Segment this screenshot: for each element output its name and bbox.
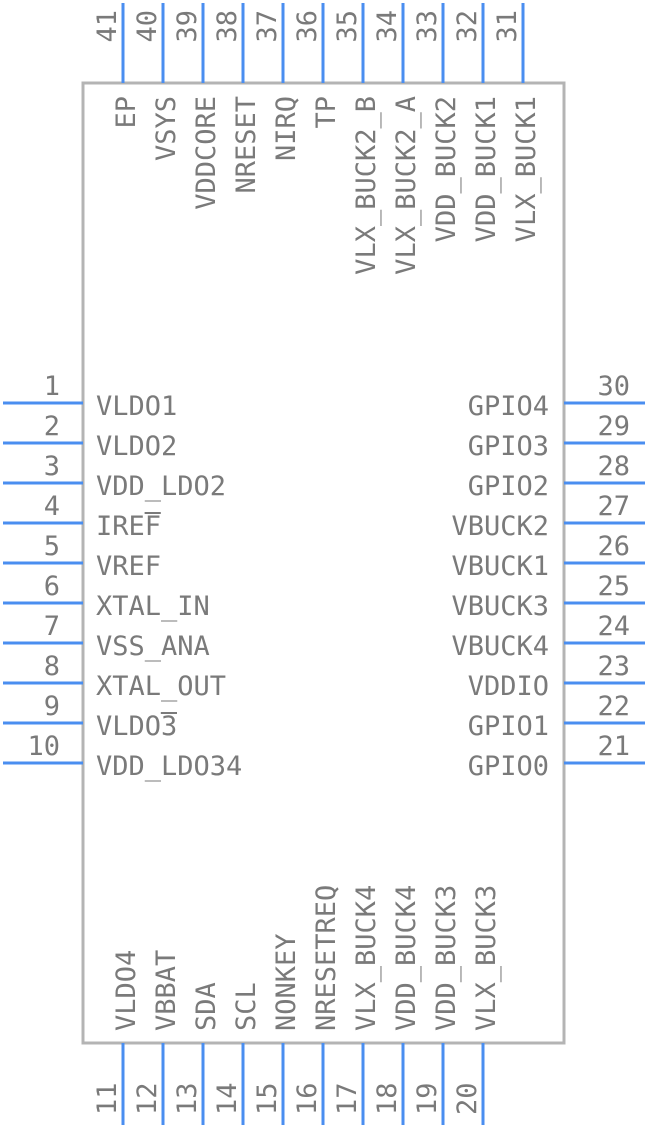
pin-31-label: VLX_BUCK1 [511, 96, 542, 242]
pin-25-number: 25 [597, 571, 630, 602]
pin-3-number: 3 [44, 451, 60, 482]
pin-19-label: VDD_BUCK3 [431, 885, 462, 1031]
pin-12-number: 12 [132, 1082, 163, 1115]
pin-37-number: 37 [252, 10, 283, 43]
pin-22-number: 22 [597, 691, 630, 722]
pin-17-number: 17 [332, 1082, 363, 1115]
pin-23-label: VDDIO [468, 671, 549, 702]
pin-11-label: VLDO4 [111, 950, 142, 1031]
pin-7-number: 7 [44, 611, 60, 642]
pin-8-number: 8 [44, 651, 60, 682]
pin-9-label: VLDO3 [96, 711, 177, 742]
pin-6-number: 6 [44, 571, 60, 602]
pin-38-label: NRESET [231, 96, 262, 194]
pin-7-label: VSS_ANA [96, 631, 210, 662]
pin-40-label: VSYS [151, 96, 182, 161]
pin-34-number: 34 [372, 10, 403, 43]
pin-24-number: 24 [597, 611, 630, 642]
pin-38-number: 38 [212, 10, 243, 43]
pin-41-number: 41 [92, 10, 123, 43]
pin-2-number: 2 [44, 411, 60, 442]
pin-4-label: IREF [96, 511, 161, 542]
pin-18-label: VDD_BUCK4 [391, 885, 422, 1031]
pin-14-number: 14 [212, 1082, 243, 1115]
pin-10-number: 10 [27, 731, 60, 762]
pin-13-label: SDA [191, 982, 222, 1031]
pin-5-number: 5 [44, 531, 60, 562]
pin-20-label: VLX_BUCK3 [471, 885, 502, 1031]
pin-4-number: 4 [44, 491, 60, 522]
pin-8-label: XTAL_OUT [96, 671, 226, 702]
pin-33-label: VDD_BUCK2 [431, 96, 462, 242]
pin-13-number: 13 [172, 1082, 203, 1115]
pin-1-label: VLDO1 [96, 391, 177, 422]
pin-31-number: 31 [492, 10, 523, 43]
pin-28-label: GPIO2 [468, 471, 549, 502]
pin-26-number: 26 [597, 531, 630, 562]
pin-36-label: TP [311, 96, 342, 129]
pin-30-label: GPIO4 [468, 391, 549, 422]
pin-5-label: VREF [96, 551, 161, 582]
pin-27-label: VBUCK2 [451, 511, 549, 542]
pin-17-label: VLX_BUCK4 [351, 885, 382, 1031]
pin-25-label: VBUCK3 [451, 591, 549, 622]
pin-29-label: GPIO3 [468, 431, 549, 462]
pin-29-number: 29 [597, 411, 630, 442]
pin-20-number: 20 [452, 1082, 483, 1115]
pin-19-number: 19 [412, 1082, 443, 1115]
pin-14-label: SCL [231, 982, 262, 1031]
pin-16-number: 16 [292, 1082, 323, 1115]
pin-33-number: 33 [412, 10, 443, 43]
pin-21-label: GPIO0 [468, 751, 549, 782]
pin-23-number: 23 [597, 651, 630, 682]
pin-35-number: 35 [332, 10, 363, 43]
pin-3-label: VDD_LDO2 [96, 471, 226, 502]
pin-30-number: 30 [597, 371, 630, 402]
pin-40-number: 40 [132, 10, 163, 43]
pin-1-number: 1 [44, 371, 60, 402]
pin-11-number: 11 [92, 1082, 123, 1115]
pin-41-label: EP [111, 96, 142, 129]
pin-16-label: NRESETREQ [311, 885, 342, 1031]
pin-32-number: 32 [452, 10, 483, 43]
pin-27-number: 27 [597, 491, 630, 522]
pin-39-label: VDDCORE [191, 96, 222, 210]
pin-22-label: GPIO1 [468, 711, 549, 742]
pin-28-number: 28 [597, 451, 630, 482]
pin-24-label: VBUCK4 [451, 631, 549, 662]
pin-12-label: VBBAT [151, 950, 182, 1031]
pin-36-number: 36 [292, 10, 323, 43]
pin-15-label: NONKEY [271, 933, 302, 1031]
pin-26-label: VBUCK1 [451, 551, 549, 582]
pin-35-label: VLX_BUCK2_B [351, 96, 382, 275]
pin-2-label: VLDO2 [96, 431, 177, 462]
pin-32-label: VDD_BUCK1 [471, 96, 502, 242]
pin-9-number: 9 [44, 691, 60, 722]
pin-15-number: 15 [252, 1082, 283, 1115]
pin-18-number: 18 [372, 1082, 403, 1115]
pin-6-label: XTAL_IN [96, 591, 210, 622]
pin-34-label: VLX_BUCK2_A [391, 96, 422, 275]
pin-10-label: VDD_LDO34 [96, 751, 242, 782]
pin-39-number: 39 [172, 10, 203, 43]
pin-21-number: 21 [597, 731, 630, 762]
pin-37-label: NIRQ [271, 96, 302, 161]
